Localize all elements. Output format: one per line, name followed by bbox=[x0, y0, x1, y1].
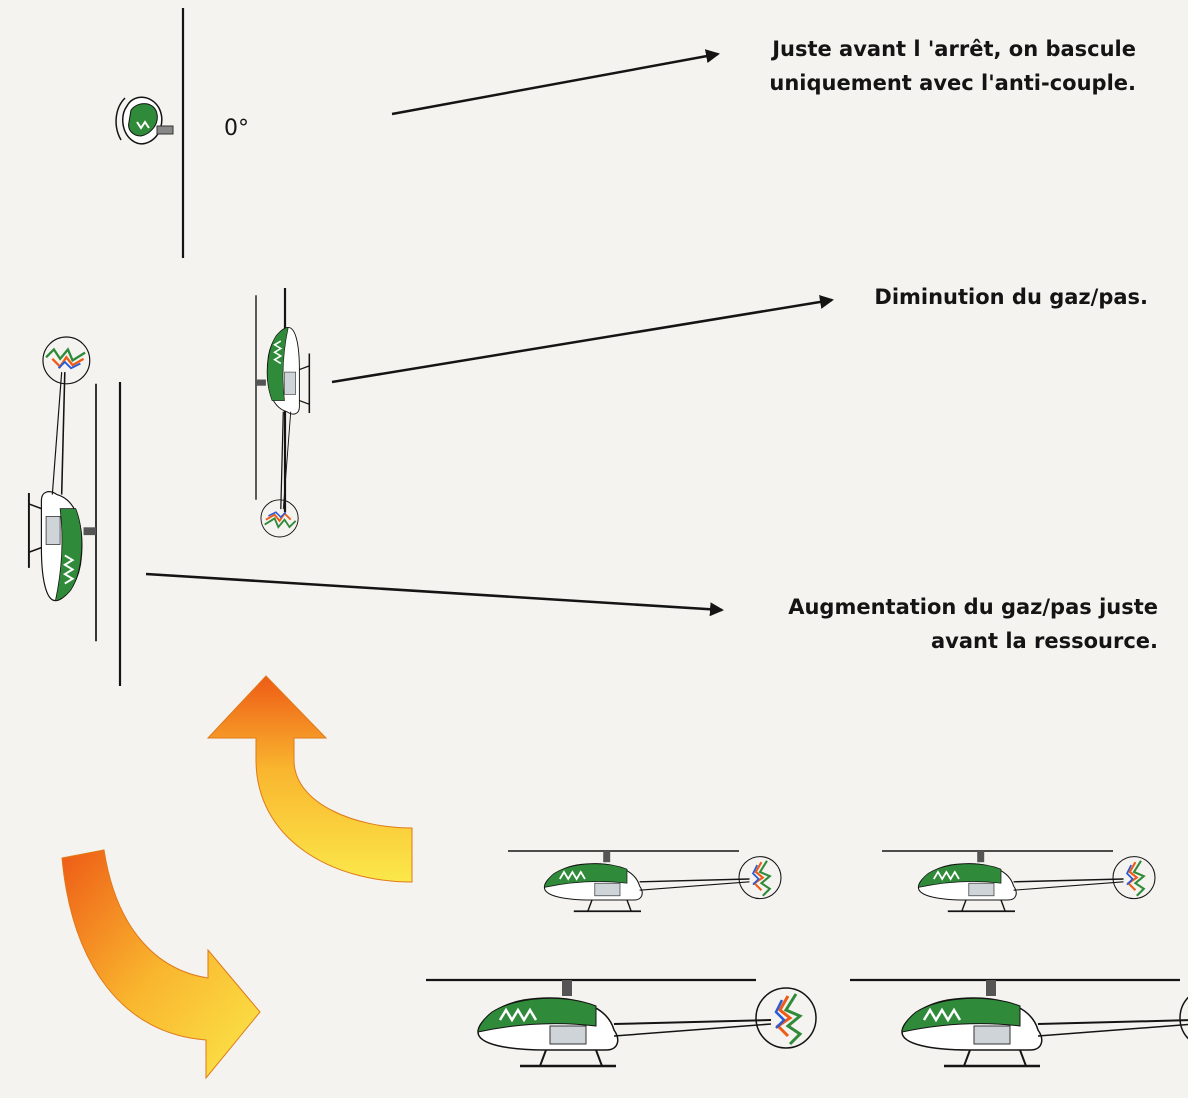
heli-horizontal-2 bbox=[882, 851, 1155, 911]
heli-vertical-decrease bbox=[256, 288, 309, 537]
heli-horizontal-1 bbox=[508, 851, 781, 911]
annotation-decrease-line1: Diminution du gaz/pas. bbox=[874, 280, 1148, 314]
curved-arrow-down bbox=[62, 850, 260, 1078]
annotation-stop-line2: uniquement avec l'anti-couple. bbox=[769, 66, 1136, 100]
heli-horizontal-3 bbox=[426, 980, 816, 1066]
annotation-stop: Juste avant l 'arrêt, on bascule uniquem… bbox=[769, 32, 1136, 100]
pointer-arrow-decrease bbox=[332, 300, 832, 382]
pointer-arrow-increase bbox=[146, 574, 722, 610]
curved-arrow-up bbox=[208, 676, 412, 882]
heli-vertical-increase bbox=[29, 337, 120, 686]
heli-horizontal-4 bbox=[850, 980, 1188, 1066]
pointer-arrow-stop bbox=[392, 54, 718, 114]
annotation-increase-line2: avant la ressource. bbox=[788, 624, 1158, 658]
annotation-stop-line1: Juste avant l 'arrêt, on bascule bbox=[769, 32, 1136, 66]
annotation-increase-line1: Augmentation du gaz/pas juste bbox=[788, 590, 1158, 624]
heli-stop-position bbox=[116, 8, 183, 258]
angle-label: 0° bbox=[224, 116, 249, 141]
annotation-decrease: Diminution du gaz/pas. bbox=[874, 280, 1148, 314]
annotation-increase: Augmentation du gaz/pas juste avant la r… bbox=[788, 590, 1158, 658]
